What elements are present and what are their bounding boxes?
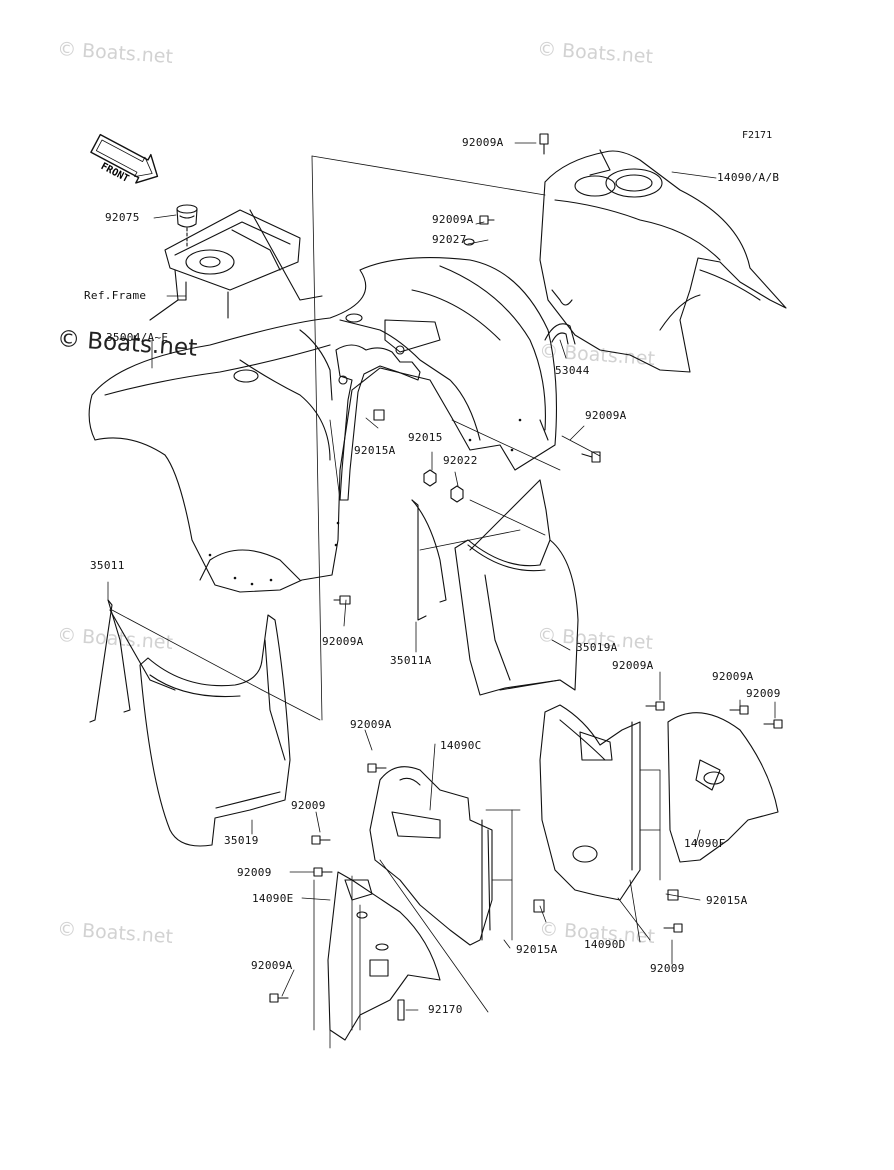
part-label: 92009 bbox=[291, 799, 326, 812]
side-plate-14090E bbox=[327, 871, 441, 1041]
part-label: 92009A bbox=[712, 670, 754, 683]
screw-icon bbox=[479, 215, 495, 225]
part-label: 35011 bbox=[90, 559, 125, 572]
part-label: 53044 bbox=[555, 364, 590, 377]
part-label: 92015 bbox=[408, 431, 443, 444]
screw-icon bbox=[367, 763, 387, 773]
figure-id: F2171 bbox=[742, 130, 773, 141]
part-label: 14090F bbox=[684, 837, 726, 850]
mud-flap-left bbox=[139, 614, 291, 847]
part-label: 92009A bbox=[462, 136, 504, 149]
side-plate-14090F bbox=[667, 712, 779, 863]
part-label: 14090C bbox=[440, 739, 482, 752]
screw-icon bbox=[663, 923, 683, 933]
part-label: 14090E bbox=[252, 892, 294, 905]
part-label: 92009A bbox=[432, 213, 474, 226]
bracket-35011A bbox=[411, 499, 447, 621]
grommet-92075 bbox=[176, 204, 198, 247]
part-label: 92022 bbox=[443, 454, 478, 467]
clip-icon bbox=[667, 889, 679, 901]
screw-icon bbox=[269, 993, 289, 1003]
screw-icon bbox=[645, 701, 665, 711]
screw-icon bbox=[581, 451, 601, 463]
screw-icon bbox=[729, 705, 749, 715]
ref-frame bbox=[149, 209, 323, 321]
screw-icon bbox=[539, 133, 549, 155]
front-fender bbox=[88, 257, 558, 593]
part-label: 35019A bbox=[576, 641, 618, 654]
part-label: 35004/A~E bbox=[106, 331, 169, 344]
part-label: 92015A bbox=[706, 894, 748, 907]
screw-icon bbox=[333, 595, 351, 605]
pin-icon bbox=[397, 999, 405, 1021]
screw-icon bbox=[763, 719, 783, 729]
part-label: 92075 bbox=[105, 211, 140, 224]
part-label: 92009 bbox=[650, 962, 685, 975]
part-label: 92009 bbox=[237, 866, 272, 879]
part-label: 92009A bbox=[251, 959, 293, 972]
side-guard-14090D bbox=[539, 704, 641, 901]
bracket-35011 bbox=[89, 599, 176, 723]
side-panel-14090C bbox=[369, 766, 493, 946]
screw-icon bbox=[313, 867, 333, 877]
clip-53044 bbox=[544, 323, 576, 345]
screw-icon bbox=[311, 835, 331, 845]
part-label: 92015A bbox=[516, 943, 558, 956]
part-label: 92009A bbox=[350, 718, 392, 731]
part-label: 35011A bbox=[390, 654, 432, 667]
washer-icon bbox=[463, 238, 475, 246]
part-label: 14090/A/B bbox=[717, 171, 780, 184]
part-label: 92009A bbox=[612, 659, 654, 672]
part-label: 92009A bbox=[585, 409, 627, 422]
part-label: 92027 bbox=[432, 233, 467, 246]
part-label: Ref.Frame bbox=[84, 289, 147, 302]
part-label: 14090D bbox=[584, 938, 626, 951]
part-label: 92170 bbox=[428, 1003, 463, 1016]
part-label: 35019 bbox=[224, 834, 259, 847]
front-arrow-icon bbox=[90, 133, 159, 184]
mud-flap-right bbox=[454, 479, 579, 696]
clip-icon bbox=[373, 409, 385, 421]
front-cover bbox=[539, 149, 787, 373]
inner-bracket bbox=[335, 344, 421, 501]
part-label: 92015A bbox=[354, 444, 396, 457]
nut-icon bbox=[450, 485, 464, 503]
part-label: 92009 bbox=[746, 687, 781, 700]
part-label: 92009A bbox=[322, 635, 364, 648]
clip-icon bbox=[533, 899, 545, 913]
nut-icon bbox=[423, 469, 437, 487]
